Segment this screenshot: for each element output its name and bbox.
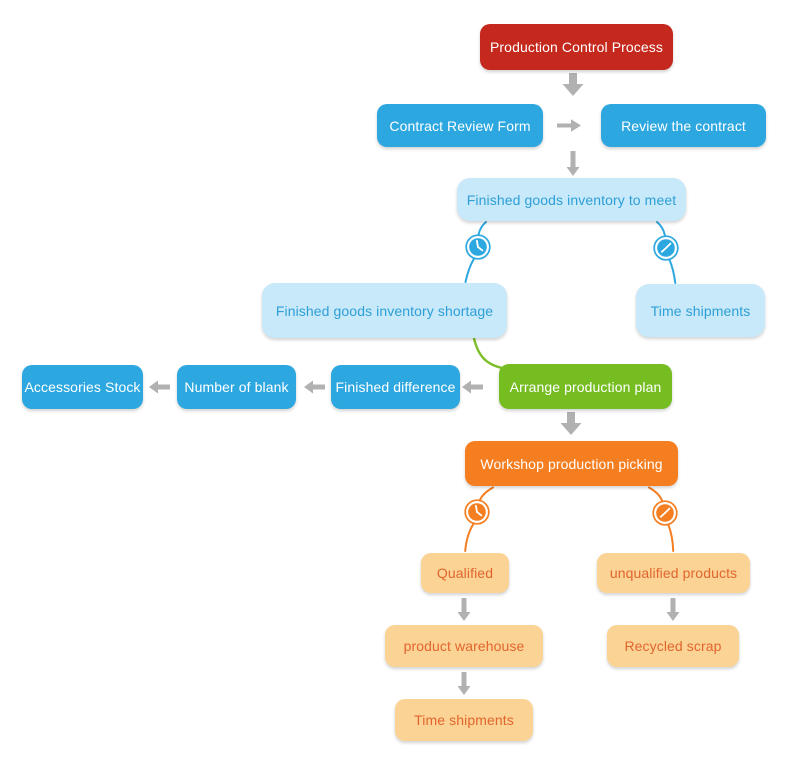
node-finished-difference: Finished difference xyxy=(331,365,460,409)
node-recycled-scrap: Recycled scrap xyxy=(607,625,739,667)
arrow-right-small xyxy=(557,119,581,132)
connector-blue-right-upper xyxy=(656,221,666,237)
connector-blue-left-lower xyxy=(464,257,476,283)
node-number-of-blank: Number of blank xyxy=(177,365,296,409)
arrow-down-small-top xyxy=(566,151,580,176)
arrow-left-1 xyxy=(149,380,170,394)
connector-green-curve xyxy=(472,337,504,370)
arrow-left-3 xyxy=(462,380,483,394)
node-contract-review-form: Contract Review Form xyxy=(377,104,543,147)
clock-icon xyxy=(652,500,678,526)
node-accessories-stock: Accessories Stock xyxy=(22,365,143,409)
connector-blue-right-lower xyxy=(668,258,677,284)
node-time-shipments-top: Time shipments xyxy=(636,284,765,337)
node-arrange-production-plan: Arrange production plan xyxy=(499,364,672,409)
arrow-down-unqualified xyxy=(666,598,680,621)
connector-orange-right-upper xyxy=(648,486,664,503)
node-qualified: Qualified xyxy=(421,553,509,593)
node-workshop-production-picking: Workshop production picking xyxy=(465,441,678,486)
arrow-down-thick-mid xyxy=(560,412,582,435)
arrow-left-2 xyxy=(304,380,325,394)
arrow-down-warehouse xyxy=(457,672,471,695)
arrow-down-thick-top xyxy=(562,73,584,96)
node-time-shipments-bottom: Time shipments xyxy=(395,699,533,741)
connector-orange-right-lower xyxy=(667,523,675,552)
connector-orange-left-upper xyxy=(478,486,494,502)
node-product-warehouse: product warehouse xyxy=(385,625,543,667)
node-production-control-process: Production Control Process xyxy=(480,24,673,70)
connector-orange-left-lower xyxy=(464,522,475,552)
node-unqualified-products: unqualified products xyxy=(597,553,750,593)
node-finished-goods-inventory-shortage: Finished goods inventory shortage xyxy=(262,283,507,338)
connector-blue-left-upper xyxy=(477,221,487,236)
clock-icon xyxy=(653,235,679,261)
clock-icon xyxy=(464,499,490,525)
clock-icon xyxy=(465,234,491,260)
arrow-down-qualified xyxy=(457,598,471,621)
node-review-the-contract: Review the contract xyxy=(601,104,766,147)
node-finished-goods-inventory-to-meet: Finished goods inventory to meet xyxy=(457,178,686,221)
